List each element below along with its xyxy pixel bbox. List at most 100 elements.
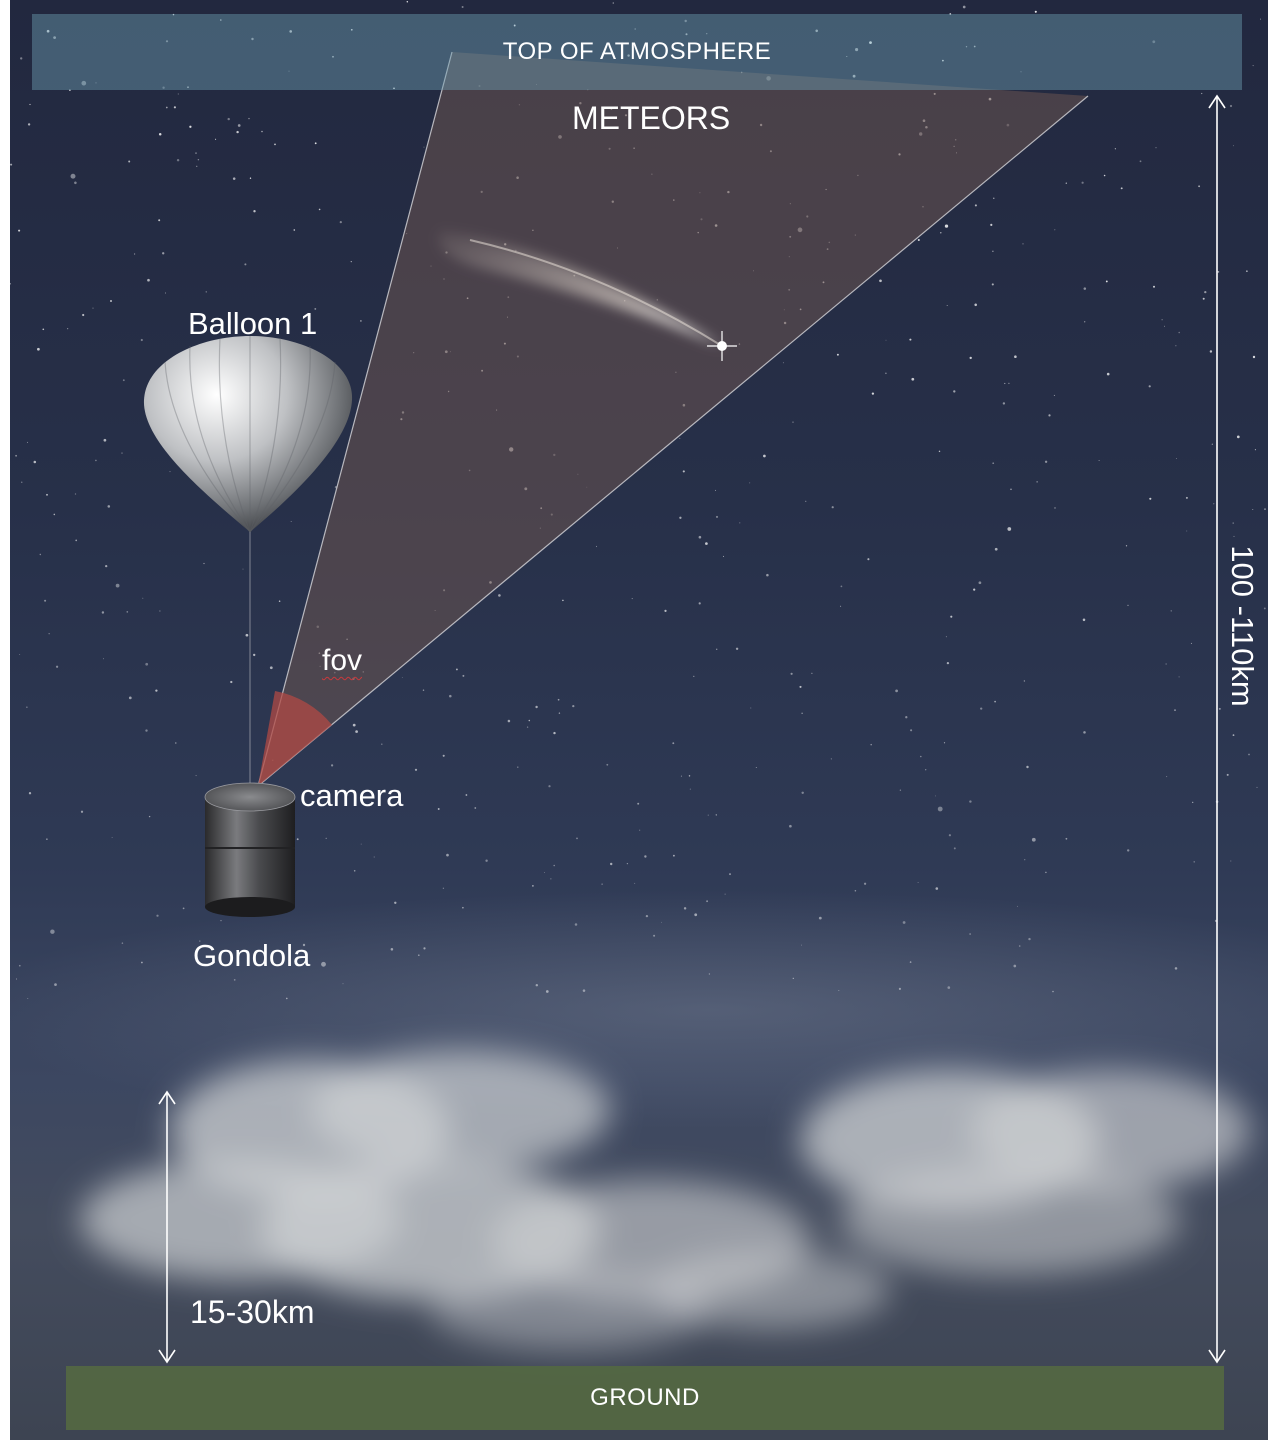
star [187, 86, 189, 88]
star [626, 862, 629, 865]
star [631, 598, 633, 600]
star [1248, 753, 1250, 756]
star [33, 460, 37, 464]
star [1246, 270, 1248, 272]
star [360, 843, 362, 845]
star [909, 338, 912, 341]
star [230, 680, 233, 684]
star [55, 665, 59, 668]
star [1166, 776, 1168, 778]
star [1254, 449, 1256, 451]
star [1232, 145, 1234, 147]
star [1226, 773, 1229, 776]
star [74, 181, 77, 185]
star [595, 545, 598, 548]
star [232, 177, 236, 180]
star [693, 675, 695, 678]
star [134, 253, 136, 255]
star [29, 103, 31, 106]
star [1053, 394, 1055, 396]
star [1165, 663, 1167, 665]
star [253, 210, 256, 213]
star [689, 788, 691, 790]
star [289, 30, 293, 33]
star [1152, 40, 1156, 44]
star [974, 204, 977, 207]
star [446, 853, 449, 857]
star [707, 814, 709, 816]
star [350, 28, 353, 31]
star [517, 766, 519, 768]
star [1125, 545, 1128, 547]
star [969, 933, 971, 935]
star [462, 674, 465, 677]
star [576, 837, 578, 840]
star [46, 29, 50, 33]
star [938, 450, 941, 453]
star [708, 973, 711, 975]
star [195, 152, 197, 154]
star [715, 814, 717, 816]
star [321, 961, 326, 967]
star [990, 223, 993, 226]
star [645, 914, 649, 918]
star [944, 224, 949, 228]
star [155, 689, 158, 692]
fov-angle-wedge [258, 691, 332, 786]
star [53, 513, 56, 516]
balloon-meteor-diagram: TOP OF ATMOSPHERE METEORS Balloon 1 fov … [10, 0, 1268, 1440]
star [1007, 527, 1012, 531]
star [227, 117, 230, 121]
star [39, 553, 42, 556]
star [75, 539, 78, 542]
star [1114, 148, 1116, 150]
star [801, 944, 802, 946]
star [854, 889, 857, 892]
diagram-artwork [10, 1, 1268, 1364]
star [947, 986, 951, 989]
star [302, 943, 306, 947]
star [461, 6, 464, 8]
star [423, 947, 426, 950]
star [422, 689, 425, 691]
star [801, 712, 803, 714]
star [1024, 859, 1026, 861]
star [974, 303, 977, 307]
star [126, 611, 129, 613]
star [293, 229, 296, 231]
star [1028, 937, 1031, 941]
field-of-view-cone [258, 52, 1088, 786]
star [1230, 860, 1232, 862]
star [885, 372, 887, 375]
star [401, 677, 403, 678]
star [339, 220, 342, 224]
star [442, 754, 445, 757]
star [792, 421, 794, 423]
balloon-icon [143, 336, 353, 786]
star [46, 838, 48, 840]
star [735, 647, 739, 650]
star [1083, 731, 1086, 734]
balloon-label: Balloon 1 [188, 306, 318, 341]
star [1016, 905, 1018, 907]
star [10, 282, 11, 285]
star [296, 838, 299, 841]
star [698, 602, 701, 605]
star [37, 347, 40, 351]
star [994, 547, 998, 551]
star [685, 33, 688, 36]
star [1236, 435, 1240, 439]
star [290, 521, 292, 522]
star [1002, 402, 1006, 405]
star [969, 800, 972, 803]
star [352, 723, 356, 727]
star [156, 914, 159, 917]
star [1178, 676, 1180, 678]
star [606, 763, 609, 766]
star [1098, 459, 1100, 462]
star [934, 795, 936, 797]
star [953, 847, 956, 850]
star [634, 882, 636, 884]
star [350, 260, 352, 263]
star [19, 653, 21, 655]
